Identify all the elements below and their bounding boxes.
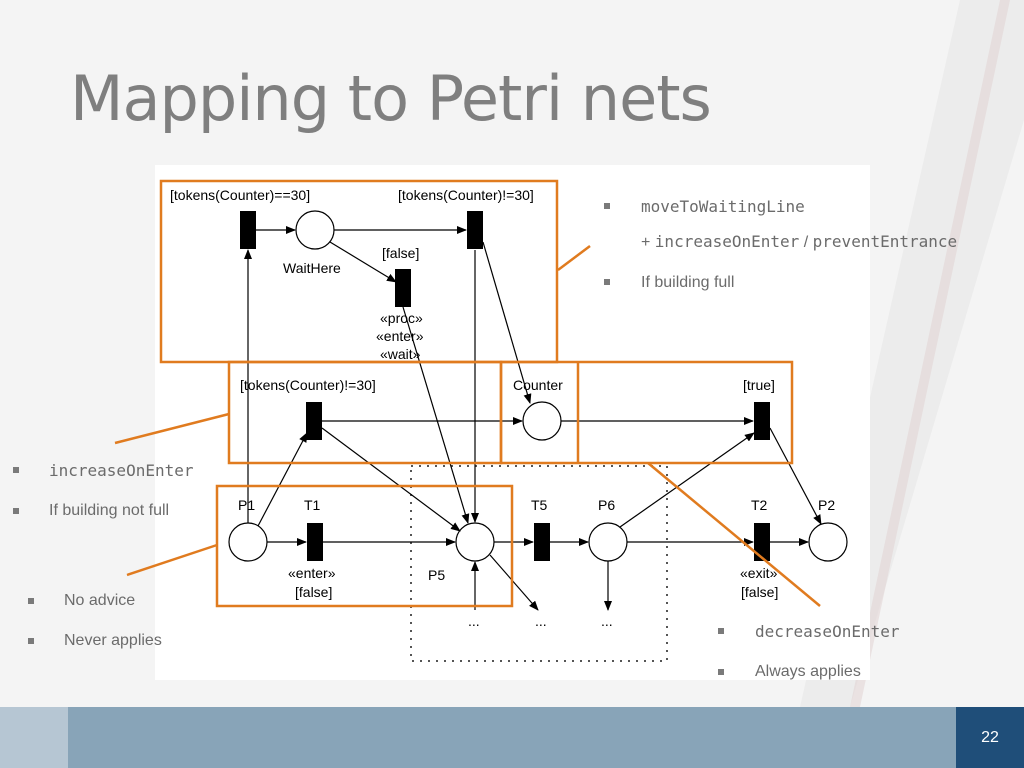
place-p5 xyxy=(455,522,495,562)
slide-title: Mapping to Petri nets xyxy=(70,62,712,135)
label-ellipsis-3: ... xyxy=(601,613,613,629)
label-p6: P6 xyxy=(598,497,615,513)
label-t5: T5 xyxy=(531,497,548,513)
advice-increase-on-enter: increaseOnEnter xyxy=(654,232,800,251)
note-never-applies: Never applies xyxy=(64,632,162,649)
label-proc: «proc» xyxy=(380,310,423,326)
bullet-marker xyxy=(13,467,19,473)
note-if-building-not-full: If building not full xyxy=(49,502,170,519)
label-p5: P5 xyxy=(428,567,445,583)
place-p1 xyxy=(228,522,268,562)
label-p1: P1 xyxy=(238,497,255,513)
diagram-labels: [tokens(Counter)==30] [tokens(Counter)!=… xyxy=(170,187,835,629)
transition-mid xyxy=(306,402,322,440)
footer-mid-block xyxy=(68,707,956,768)
label-guard-eq30: [tokens(Counter)==30] xyxy=(170,187,310,203)
place-p2 xyxy=(808,522,848,562)
transition-false xyxy=(395,269,411,307)
label-guard-true: [true] xyxy=(743,377,775,393)
transition-t1 xyxy=(307,523,323,561)
label-waithere: WaitHere xyxy=(283,260,341,276)
footer-bar xyxy=(0,707,1024,768)
label-enter-top: «enter» xyxy=(376,328,424,344)
dotted-region xyxy=(410,465,668,662)
label-p2: P2 xyxy=(818,497,835,513)
label-t2-stereo: «exit» xyxy=(740,565,778,581)
advice-prevent-entrance: preventEntrance xyxy=(812,232,958,251)
label-guard-neq30-top: [tokens(Counter)!=30] xyxy=(398,187,534,203)
bullet-marker xyxy=(13,508,19,514)
note-increase-on-enter: increaseOnEnter xyxy=(49,461,194,480)
bullet-marker xyxy=(604,279,610,285)
transition-true xyxy=(754,402,770,440)
note-no-advice: No advice xyxy=(64,592,136,609)
footer-left-block xyxy=(0,707,68,768)
place-counter xyxy=(522,401,562,441)
bullet-marker xyxy=(718,628,724,634)
label-guard-false-top: [false] xyxy=(382,245,419,261)
bullet-marker xyxy=(718,669,724,675)
place-waithere xyxy=(295,210,335,250)
footer-right-block xyxy=(956,707,1024,768)
slash-separator: / xyxy=(803,234,809,251)
label-t1-guard: [false] xyxy=(295,584,332,600)
label-ellipsis-1: ... xyxy=(468,613,480,629)
label-counter: Counter xyxy=(513,377,563,393)
page-number: 22 xyxy=(981,729,999,746)
arcs xyxy=(244,226,822,611)
transition-t5 xyxy=(534,523,550,561)
label-t1: T1 xyxy=(304,497,321,513)
label-t2-guard: [false] xyxy=(741,584,778,600)
transition-top-left xyxy=(240,211,256,249)
note-advice-combo: + increaseOnEnter / preventEntrance xyxy=(641,232,957,252)
plus-sign: + xyxy=(641,234,651,251)
label-t2: T2 xyxy=(751,497,768,513)
label-wait: «wait» xyxy=(380,346,421,362)
bullet-marker xyxy=(28,598,34,604)
bullet-marker xyxy=(604,203,610,209)
transition-top-right xyxy=(467,211,483,249)
label-ellipsis-2: ... xyxy=(535,613,547,629)
note-decrease-on-enter: decreaseOnEnter xyxy=(755,622,900,641)
note-always-applies: Always applies xyxy=(755,663,861,680)
transition-t2 xyxy=(754,523,770,561)
place-p6 xyxy=(588,522,628,562)
label-t1-stereo: «enter» xyxy=(288,565,336,581)
note-if-building-full: If building full xyxy=(641,274,735,291)
note-move-to-waiting-line: moveToWaitingLine xyxy=(641,197,805,216)
bullet-marker xyxy=(28,638,34,644)
label-guard-neq30-mid: [tokens(Counter)!=30] xyxy=(240,377,376,393)
